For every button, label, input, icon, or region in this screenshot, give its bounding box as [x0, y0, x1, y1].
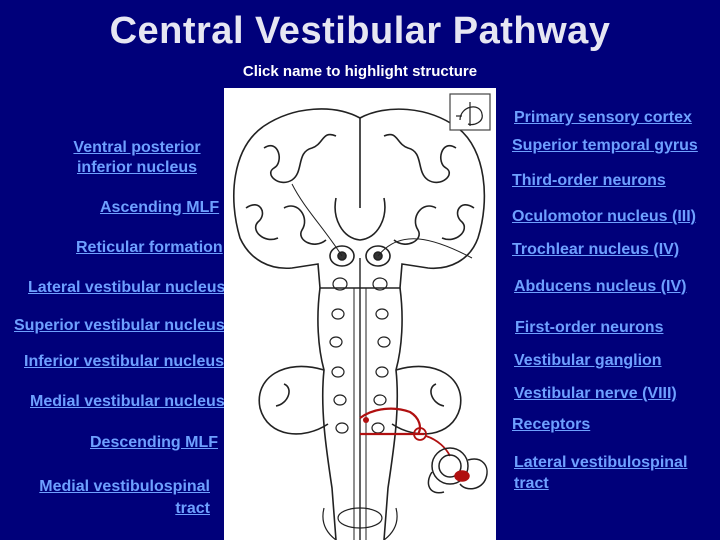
label-trochlear-nucleus[interactable]: Trochlear nucleus (IV): [512, 241, 680, 258]
cerebrum-outline: [232, 108, 486, 289]
label-abducens-nucleus[interactable]: Abducens nucleus (IV): [514, 278, 687, 295]
label-ventral-posterior-inferior-nucleus[interactable]: Ventral posterior inferior nucleus: [73, 139, 201, 176]
label-vestibular-nerve[interactable]: Vestibular nerve (VIII): [514, 385, 677, 402]
instruction-text: Click name to highlight structure: [242, 63, 478, 80]
brainstem: [317, 287, 403, 540]
label-receptors[interactable]: Receptors: [512, 416, 591, 433]
page-title: Central Vestibular Pathway: [109, 10, 611, 52]
label-reticular-formation[interactable]: Reticular formation: [76, 239, 223, 256]
label-vestibular-ganglion[interactable]: Vestibular ganglion: [514, 352, 662, 369]
label-superior-vestibular-nucleus[interactable]: Superior vestibular nucleus: [14, 317, 225, 334]
label-third-order-neurons[interactable]: Third-order neurons: [512, 172, 666, 189]
label-inferior-vestibular-nucleus[interactable]: Inferior vestibular nucleus: [24, 353, 225, 370]
thalamus-right: [365, 245, 391, 267]
label-ascending-mlf[interactable]: Ascending MLF: [100, 199, 220, 216]
label-lateral-vestibular-nucleus[interactable]: Lateral vestibular nucleus: [28, 279, 226, 296]
head-orientation-icon: [449, 93, 491, 131]
label-superior-temporal-gyrus[interactable]: Superior temporal gyrus: [512, 137, 698, 154]
brain-diagram: [224, 88, 496, 540]
label-primary-sensory-cortex[interactable]: Primary sensory cortex: [514, 109, 692, 126]
label-descending-mlf[interactable]: Descending MLF: [90, 434, 219, 451]
label-lateral-vestibulospinal-tract[interactable]: Lateral vestibulospinal tract: [514, 454, 688, 492]
inner-ear: [427, 447, 488, 494]
vestibular-nerve-path: [359, 407, 421, 435]
label-medial-vestibular-nucleus[interactable]: Medial vestibular nucleus: [30, 393, 225, 410]
label-first-order-neurons[interactable]: First-order neurons: [515, 319, 664, 336]
label-oculomotor-nucleus[interactable]: Oculomotor nucleus (III): [512, 208, 697, 225]
thalamus-left: [329, 245, 355, 267]
label-medial-vestibulospinal-tract[interactable]: Medial vestibulospinal tract: [39, 478, 210, 517]
